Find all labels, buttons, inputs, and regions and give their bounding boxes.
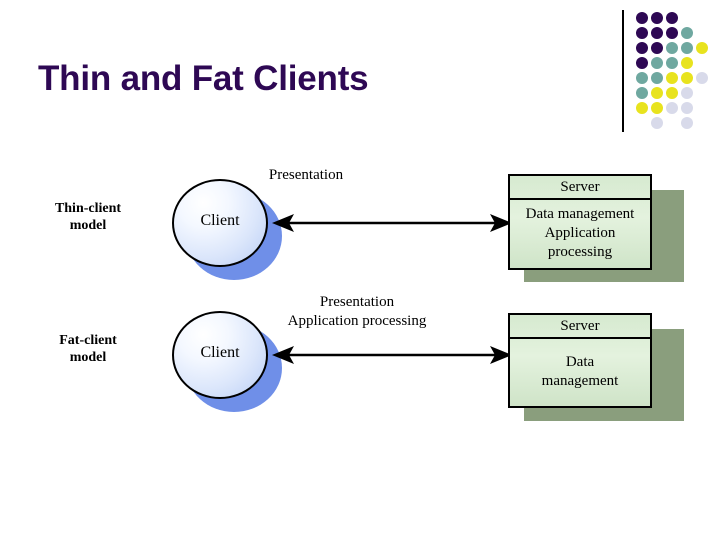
logo-dot	[666, 12, 678, 24]
logo-dot	[681, 57, 693, 69]
fat-client-arrow-label-line2: Application processing	[287, 313, 427, 329]
logo-dot	[636, 42, 648, 54]
logo-dot	[651, 72, 663, 84]
logo-dot	[666, 27, 678, 39]
logo-dot	[696, 72, 708, 84]
logo-vertical-rule	[622, 10, 624, 132]
server-node-body: Data management Application processing	[510, 200, 650, 268]
logo-dot	[651, 117, 663, 129]
logo-dot	[681, 117, 693, 129]
logo-dot	[696, 42, 708, 54]
thin-client-bidirectional-arrow	[272, 214, 512, 232]
client-node-label: Client	[200, 212, 240, 229]
server-body-line-1: Data management	[525, 206, 635, 222]
server-node-header: Server	[510, 176, 650, 200]
logo-dot	[681, 102, 693, 114]
thin-client-label-line2: model	[69, 218, 107, 233]
server-node-box: Server Data management Application proce…	[508, 174, 652, 270]
logo-dot	[636, 12, 648, 24]
fat-client-node[interactable]: Client	[168, 310, 288, 414]
thin-client-node[interactable]: Client	[168, 178, 288, 282]
fat-client-label-line1: Fat-client	[59, 333, 117, 348]
logo-dot	[666, 72, 678, 84]
logo-dot	[636, 57, 648, 69]
client-node-circle	[172, 179, 268, 267]
logo-dot	[666, 42, 678, 54]
logo-dot	[651, 57, 663, 69]
fat-client-label-line2: model	[69, 350, 107, 365]
logo-dot	[666, 57, 678, 69]
logo-dot	[681, 27, 693, 39]
logo-dot	[651, 42, 663, 54]
logo-dot	[636, 27, 648, 39]
logo-dot	[636, 87, 648, 99]
server-body-line-3: processing	[547, 244, 613, 260]
page-title: Thin and Fat Clients	[38, 59, 369, 98]
server-node-body: Data management	[510, 339, 650, 406]
fat-client-model-label: Fat-client model	[28, 332, 148, 366]
logo-dot	[666, 102, 678, 114]
logo-dot	[681, 72, 693, 84]
logo-dot	[681, 42, 693, 54]
server-node-box: Server Data management	[508, 313, 652, 408]
client-node-circle	[172, 311, 268, 399]
logo-dot	[651, 12, 663, 24]
client-node-label: Client	[200, 344, 240, 361]
logo-dot	[636, 72, 648, 84]
thin-client-arrow-label: Presentation	[196, 166, 416, 185]
server-node-header: Server	[510, 315, 650, 339]
server-body-line-2: management	[541, 373, 619, 389]
server-body-line-2: Application	[544, 225, 616, 241]
logo-dot	[636, 102, 648, 114]
logo-dot	[651, 27, 663, 39]
logo-dot	[651, 102, 663, 114]
logo-dot	[681, 87, 693, 99]
fat-client-arrow-label: Presentation Application processing	[232, 293, 482, 331]
thin-client-model-label: Thin-client model	[28, 200, 148, 234]
logo-dot	[666, 87, 678, 99]
thin-client-arrow-label-line1: Presentation	[268, 167, 344, 183]
thin-client-label-line1: Thin-client	[54, 201, 122, 216]
logo-dot	[651, 87, 663, 99]
dot-grid-icon	[636, 12, 714, 130]
server-body-line-1: Data	[565, 354, 595, 370]
fat-client-bidirectional-arrow	[272, 346, 512, 364]
fat-client-arrow-label-line1: Presentation	[319, 294, 395, 310]
logo-decoration	[622, 8, 714, 134]
